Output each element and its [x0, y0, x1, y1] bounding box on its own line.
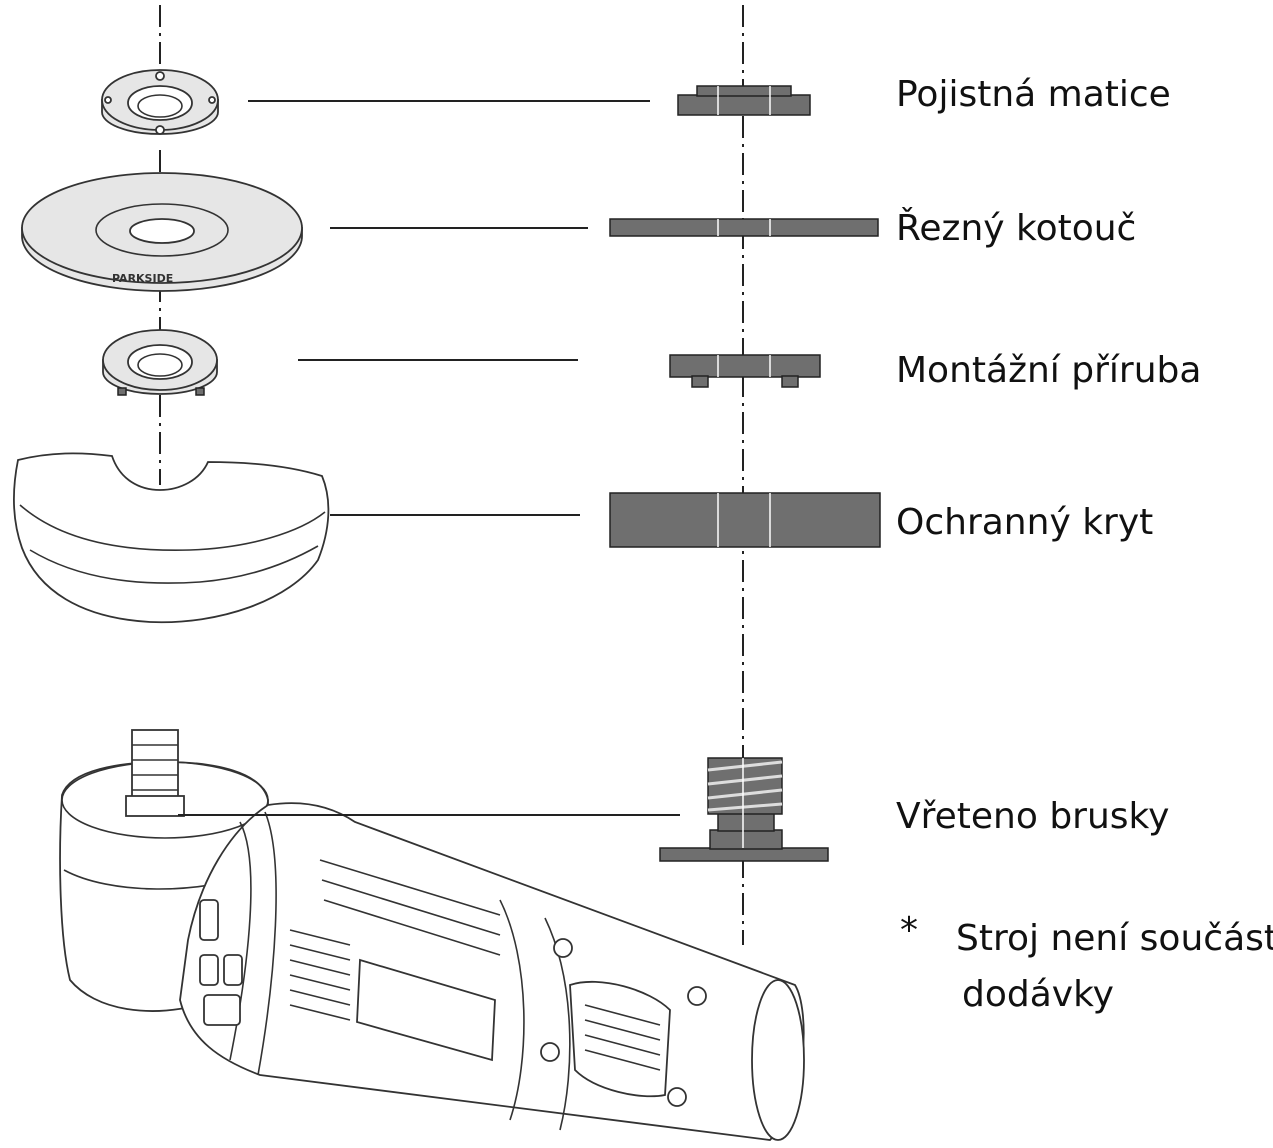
cutting-disc-illustration: PARKSIDE: [21, 172, 303, 292]
locking-nut-section: [677, 85, 811, 116]
label-guard: Ochranný kryt: [896, 502, 1153, 543]
disc-brand-text: PARKSIDE: [112, 272, 173, 285]
note-line-2: dodávky: [962, 974, 1114, 1015]
cutting-disc-section: [609, 218, 879, 237]
note-line-1: Stroj není součástí: [956, 918, 1273, 959]
label-mounting-flange: Montážní příruba: [896, 350, 1201, 391]
angle-grinder-illustration: [59, 729, 805, 1141]
mounting-flange-section: [669, 354, 821, 388]
locking-nut-illustration: [101, 69, 219, 135]
label-locking-nut: Pojistná matice: [896, 74, 1171, 115]
spindle-section: [659, 757, 829, 862]
label-cutting-disc: Řezný kotouč: [896, 207, 1136, 249]
note-asterisk: *: [900, 910, 918, 951]
guard-section: [609, 492, 881, 548]
mounting-flange-illustration: [102, 329, 218, 396]
label-spindle: Vřeteno brusky: [896, 796, 1169, 837]
guard-illustration: [13, 452, 330, 624]
